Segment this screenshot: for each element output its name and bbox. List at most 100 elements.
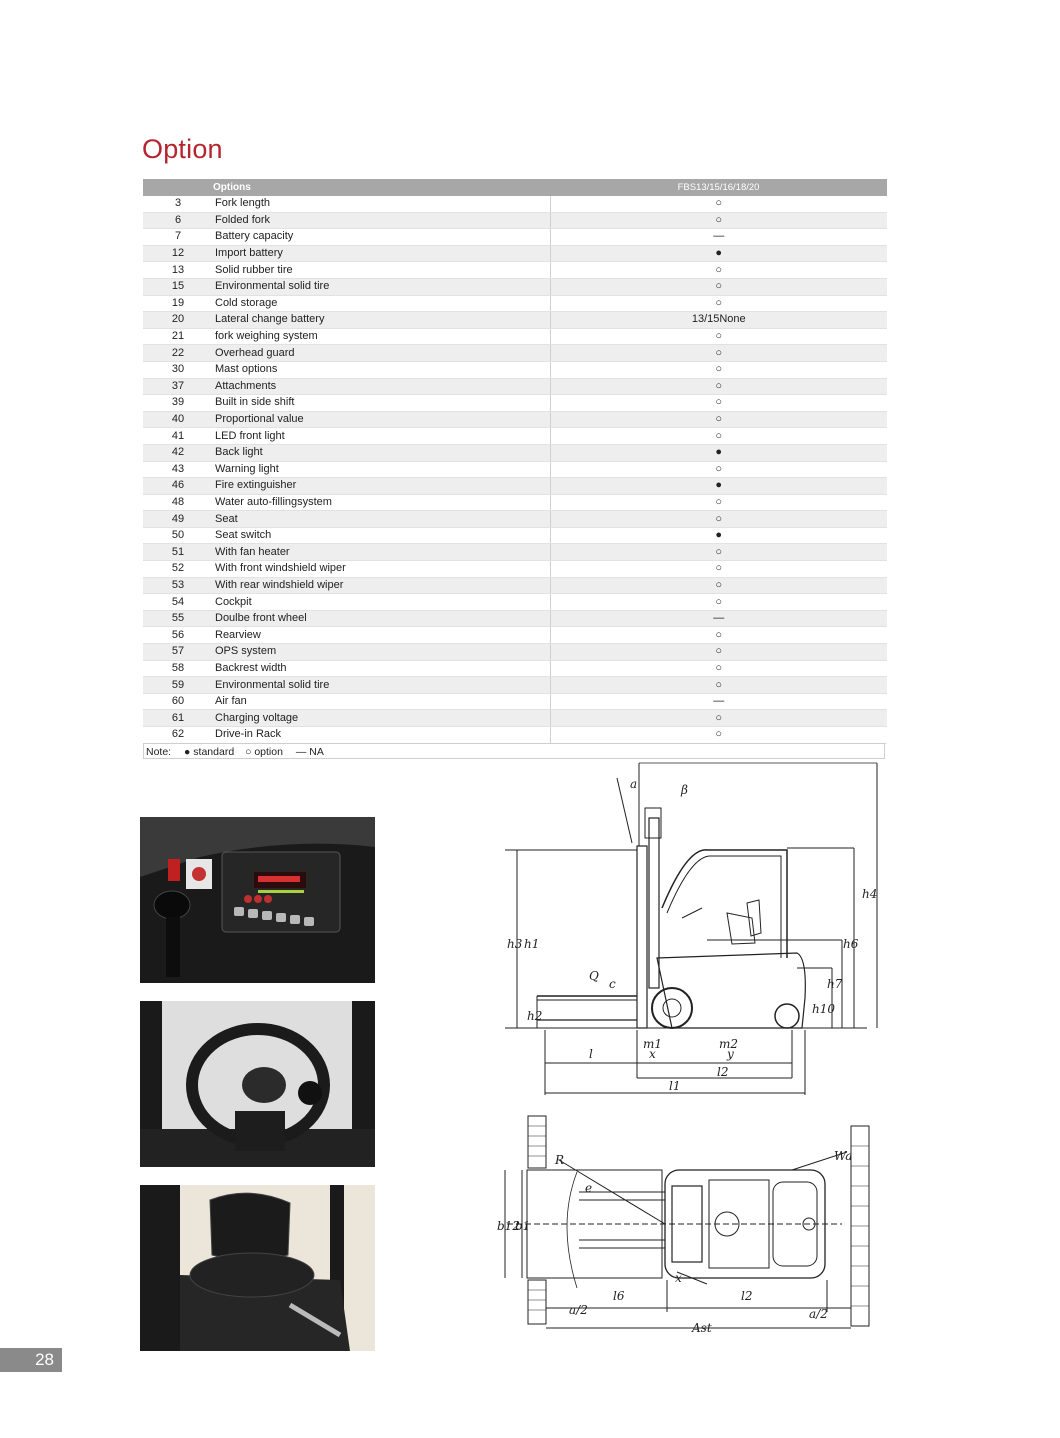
label-h2: h2 <box>527 1009 542 1023</box>
row-number: 61 <box>143 709 213 727</box>
row-number: 50 <box>143 527 213 545</box>
label-h3: h3 <box>507 937 523 951</box>
row-number: 12 <box>143 245 213 263</box>
label-e: e <box>585 1181 592 1195</box>
photo-steering-wheel <box>140 1001 375 1167</box>
row-value: ○ <box>550 427 887 445</box>
note-standard: ● standard <box>184 746 235 758</box>
label-y: y <box>726 1047 734 1061</box>
row-value: ○ <box>550 660 887 678</box>
label-h10: h10 <box>812 1002 835 1016</box>
row-option-name: Battery capacity <box>213 228 551 246</box>
row-value: ○ <box>550 577 887 595</box>
row-option-name: With front windshield wiper <box>213 560 551 578</box>
row-option-name: Back light <box>213 444 551 462</box>
row-number: 3 <box>143 196 213 213</box>
row-value: ○ <box>550 328 887 346</box>
label-c: c <box>609 977 616 991</box>
row-number: 41 <box>143 427 213 445</box>
row-option-name: Drive-in Rack <box>213 726 551 744</box>
row-value: ○ <box>550 261 887 279</box>
row-number: 48 <box>143 494 213 512</box>
row-value: ○ <box>550 726 887 744</box>
note-option: ○ option <box>245 746 283 758</box>
row-value: ○ <box>550 212 887 230</box>
row-option-name: With fan heater <box>213 543 551 562</box>
row-option-name: Import battery <box>213 245 551 263</box>
row-number: 40 <box>143 411 213 429</box>
row-option-name: Seat <box>213 510 551 528</box>
side-view-diagram: a β h3 h1 h4 h6 h7 h2 h10 Q c m1 m2 l x … <box>505 762 878 1095</box>
label-l2: l2 <box>717 1065 728 1079</box>
row-number: 20 <box>143 311 213 329</box>
row-option-name: Fire extinguisher <box>213 477 551 495</box>
row-value: ○ <box>550 394 887 412</box>
row-value: ● <box>550 477 887 495</box>
label-Q: Q <box>589 969 599 983</box>
label-l1: l1 <box>669 1079 680 1093</box>
row-option-name: Charging voltage <box>213 709 551 727</box>
note-label: Note: <box>146 746 172 758</box>
row-option-name: LED front light <box>213 427 551 445</box>
label-x: x <box>649 1047 656 1061</box>
row-option-name: Fork length <box>213 196 551 213</box>
row-number: 7 <box>143 228 213 246</box>
row-value: ○ <box>550 196 887 213</box>
row-number: 57 <box>143 643 213 661</box>
row-number: 6 <box>143 212 213 230</box>
row-number: 15 <box>143 278 213 296</box>
row-option-name: Proportional value <box>213 411 551 429</box>
label-l: l <box>589 1047 593 1061</box>
row-number: 22 <box>143 344 213 362</box>
row-option-name: Rearview <box>213 626 551 645</box>
label-a2-right: a/2 <box>809 1307 828 1321</box>
row-value: ○ <box>550 461 887 479</box>
label-h6: h6 <box>843 937 859 951</box>
row-value: ○ <box>550 295 887 313</box>
top-view-diagram: R e Wa b12 b1 x a/2 l6 l2 a/2 Ast <box>497 1115 870 1335</box>
row-value: ○ <box>550 278 887 296</box>
row-option-name: Air fan <box>213 693 551 711</box>
row-value: ○ <box>550 676 887 694</box>
row-option-name: fork weighing system <box>213 328 551 346</box>
row-number: 21 <box>143 328 213 346</box>
label-b1: b1 <box>515 1219 530 1233</box>
row-option-name: Water auto-fillingsystem <box>213 494 551 512</box>
header-model: FBS13/15/16/18/20 <box>550 179 887 196</box>
row-value: ● <box>550 245 887 263</box>
row-option-name: OPS system <box>213 643 551 661</box>
row-number: 37 <box>143 378 213 396</box>
row-option-name: Solid rubber tire <box>213 261 551 279</box>
row-number: 52 <box>143 560 213 578</box>
row-option-name: Attachments <box>213 378 551 396</box>
row-value: ○ <box>550 344 887 362</box>
row-option-name: Cockpit <box>213 593 551 611</box>
label-m1: m1 <box>643 1037 662 1051</box>
row-option-name: Environmental solid tire <box>213 278 551 296</box>
row-number: 55 <box>143 610 213 628</box>
row-value: ○ <box>550 494 887 512</box>
label-Ast: Ast <box>691 1321 712 1335</box>
row-number: 54 <box>143 593 213 611</box>
